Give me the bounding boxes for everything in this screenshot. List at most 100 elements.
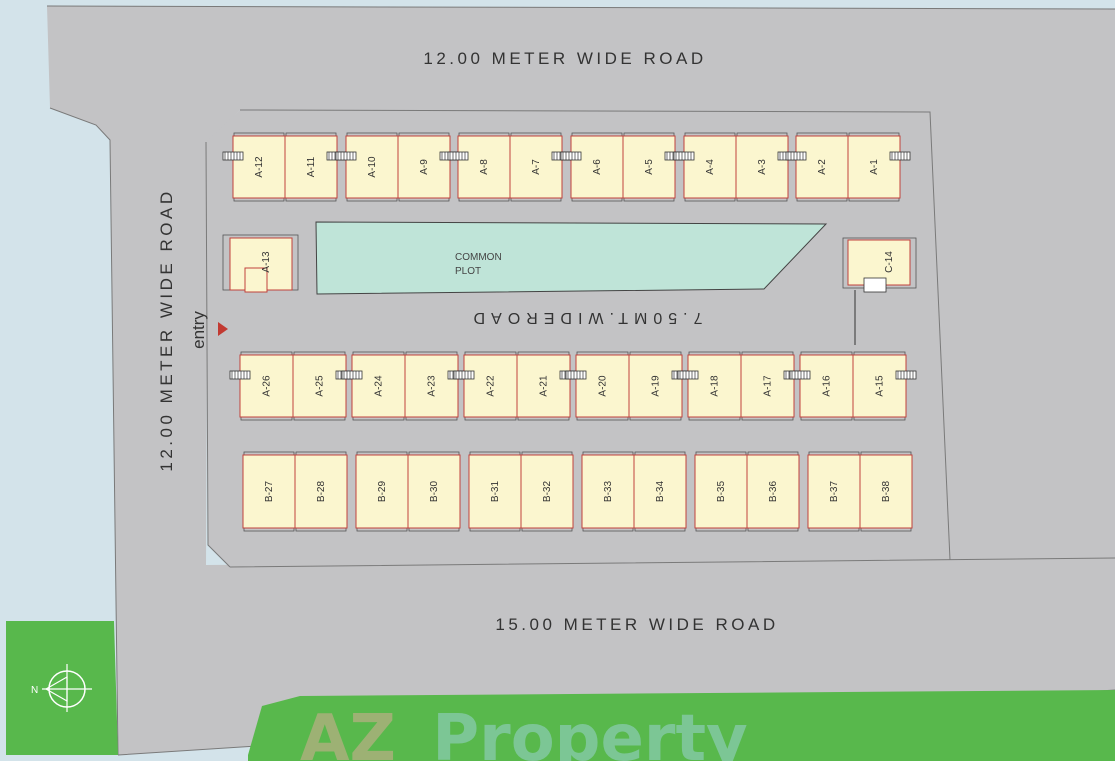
unit-row-b: B-27 B-28 B-29 B-30 B-31 B-32 B-33 B-34 B-35 B-36… xyxy=(242,451,913,532)
staircase-icon xyxy=(341,370,363,380)
unit-label-b-29: B-29 xyxy=(377,481,388,503)
road-network xyxy=(47,6,1115,755)
unit-c-14[interactable]: C-14 xyxy=(842,237,917,293)
unit-label-a-20: A-20 xyxy=(598,375,609,397)
unit-label-a-17: A-17 xyxy=(763,375,774,397)
watermark-part-az: AZ xyxy=(300,702,396,761)
entry-label: entry xyxy=(189,311,208,349)
unit-a-17[interactable]: A-17 xyxy=(740,351,805,421)
unit-label-b-27: B-27 xyxy=(264,481,275,503)
unit-floor xyxy=(457,135,511,199)
unit-label-c-14: C-14 xyxy=(884,251,895,273)
unit-floor xyxy=(633,454,687,529)
unit-b-30[interactable]: B-30 xyxy=(407,451,461,532)
entry-marker-icon xyxy=(218,322,228,336)
unit-label-b-38: B-38 xyxy=(881,481,892,503)
unit-label-a-2: A-2 xyxy=(817,159,828,175)
road-label-top: 12.00 METER WIDE ROAD xyxy=(423,49,706,68)
unit-b-32[interactable]: B-32 xyxy=(520,451,574,532)
unit-label-a-19: A-19 xyxy=(651,375,662,397)
watermark-part-property: Property xyxy=(432,702,748,761)
compass-north-label: N xyxy=(31,685,38,696)
staircase-icon xyxy=(222,151,244,161)
unit-label-b-33: B-33 xyxy=(603,481,614,503)
unit-floor xyxy=(799,354,854,418)
unit-a-6[interactable]: A-6 xyxy=(560,132,624,202)
unit-a-20[interactable]: A-20 xyxy=(565,351,630,421)
unit-floor xyxy=(628,354,683,418)
unit-b-28[interactable]: B-28 xyxy=(294,451,348,532)
unit-label-a-26: A-26 xyxy=(262,375,273,397)
unit-floor xyxy=(622,135,676,199)
unit-a-24[interactable]: A-24 xyxy=(341,351,406,421)
unit-a-5[interactable]: A-5 xyxy=(622,132,686,202)
unit-b-34[interactable]: B-34 xyxy=(633,451,687,532)
unit-label-b-35: B-35 xyxy=(716,481,727,503)
unit-b-31[interactable]: B-31 xyxy=(468,451,522,532)
unit-label-a-15: A-15 xyxy=(875,375,886,397)
unit-floor xyxy=(746,454,800,529)
unit-floor xyxy=(581,454,635,529)
unit-b-33[interactable]: B-33 xyxy=(581,451,635,532)
unit-label-a-24: A-24 xyxy=(374,375,385,397)
unit-floor xyxy=(284,135,338,199)
unit-label-a-8: A-8 xyxy=(479,159,490,175)
unit-a-13[interactable]: A-13 xyxy=(222,234,299,293)
unit-label-b-30: B-30 xyxy=(429,481,440,503)
green-area-left xyxy=(6,621,118,755)
unit-label-a-7: A-7 xyxy=(531,159,542,175)
unit-floor xyxy=(516,354,571,418)
staircase-icon xyxy=(673,151,695,161)
unit-floor xyxy=(351,354,406,418)
unit-label-a-16: A-16 xyxy=(822,375,833,397)
green-area-bottom xyxy=(248,690,1115,761)
unit-a-18[interactable]: A-18 xyxy=(677,351,742,421)
unit-label-a-10: A-10 xyxy=(367,156,378,178)
unit-label-a-3: A-3 xyxy=(757,159,768,175)
unit-label-a-18: A-18 xyxy=(710,375,721,397)
unit-b-29[interactable]: B-29 xyxy=(355,451,409,532)
unit-a-1[interactable]: A-1 xyxy=(847,132,911,202)
unit-label-b-32: B-32 xyxy=(542,481,553,503)
unit-floor xyxy=(509,135,563,199)
unit-floor xyxy=(859,454,913,529)
unit-label-a-23: A-23 xyxy=(427,375,438,397)
unit-floor xyxy=(345,135,399,199)
unit-b-36[interactable]: B-36 xyxy=(746,451,800,532)
unit-floor xyxy=(687,354,742,418)
unit-a-16[interactable]: A-16 xyxy=(789,351,854,421)
common-plot-label-line1: COMMON xyxy=(455,252,502,263)
unit-floor xyxy=(397,135,451,199)
unit-label-a-25: A-25 xyxy=(315,375,326,397)
unit-floor xyxy=(407,454,461,529)
unit-a-2[interactable]: A-2 xyxy=(785,132,849,202)
unit-label-a-22: A-22 xyxy=(486,375,497,397)
unit-a-15[interactable]: A-15 xyxy=(852,351,917,421)
unit-b-35[interactable]: B-35 xyxy=(694,451,748,532)
unit-a-3[interactable]: A-3 xyxy=(735,132,799,202)
unit-a-12[interactable]: A-12 xyxy=(222,132,286,202)
internal-road-label: 7.50MT.WIDEROAD xyxy=(468,309,703,326)
unit-floor xyxy=(294,454,348,529)
common-plot-area xyxy=(315,221,828,295)
unit-label-a-9: A-9 xyxy=(419,159,430,175)
unit-b-37[interactable]: B-37 xyxy=(807,451,861,532)
unit-a-4[interactable]: A-4 xyxy=(673,132,737,202)
road-label-left: 12.00 METER WIDE ROAD xyxy=(157,188,176,471)
staircase-icon xyxy=(789,370,811,380)
unit-floor xyxy=(735,135,789,199)
road-label-bottom: 15.00 METER WIDE ROAD xyxy=(495,615,778,634)
unit-floor xyxy=(740,354,795,418)
unit-a-22[interactable]: A-22 xyxy=(453,351,518,421)
unit-b-27[interactable]: B-27 xyxy=(242,451,296,532)
unit-floor xyxy=(520,454,574,529)
unit-a-26[interactable]: A-26 xyxy=(229,351,294,421)
unit-a-8[interactable]: A-8 xyxy=(447,132,511,202)
unit-a-10[interactable]: A-10 xyxy=(335,132,399,202)
unit-floor xyxy=(232,135,286,199)
unit-floor xyxy=(847,135,901,199)
unit-b-38[interactable]: B-38 xyxy=(859,451,913,532)
staircase-icon xyxy=(335,151,357,161)
